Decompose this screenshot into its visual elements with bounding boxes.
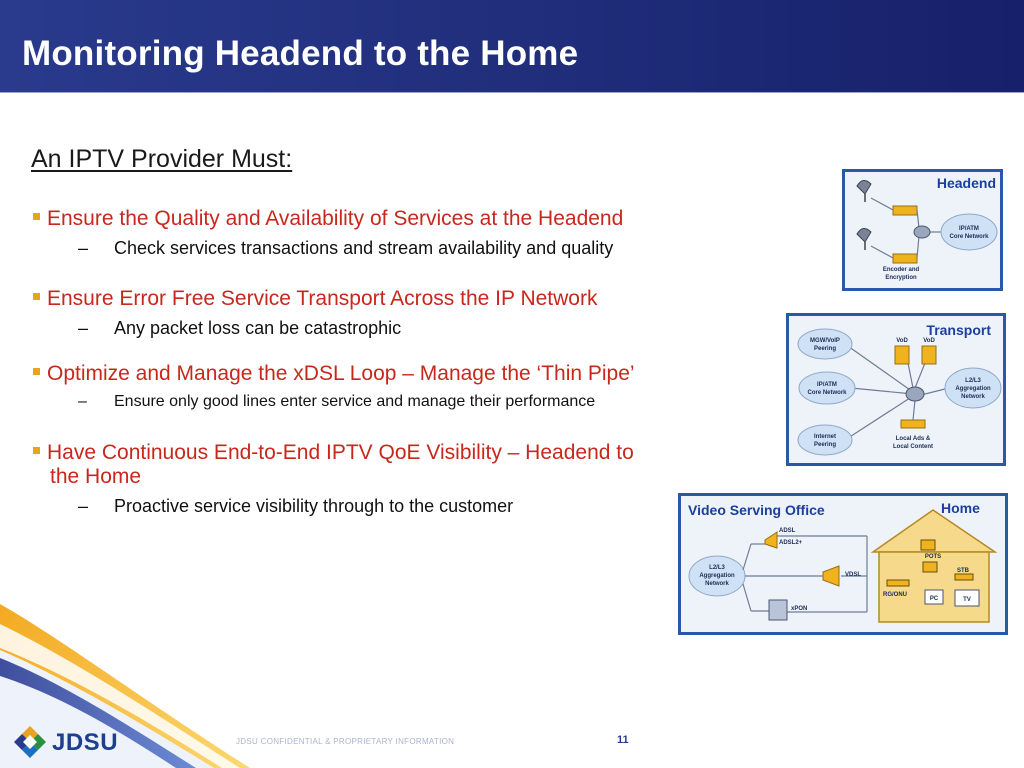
svg-text:PC: PC [930, 596, 939, 602]
dash-icon: – [78, 496, 89, 516]
transport-label: Transport [926, 322, 991, 338]
svg-text:TV: TV [963, 597, 971, 603]
sub-bullet-2: – Any packet loss can be catastrophic [78, 318, 401, 339]
svg-text:VoD: VoD [896, 338, 908, 344]
sub-bullet-2-text: Any packet loss can be catastrophic [114, 318, 402, 338]
svg-text:IP/ATM: IP/ATM [817, 382, 837, 388]
svg-text:ADSL2+: ADSL2+ [779, 540, 803, 546]
bullet-2: Ensure Error Free Service Transport Acro… [33, 287, 597, 311]
dash-icon: – [78, 318, 89, 338]
svg-text:Local Content: Local Content [893, 444, 933, 450]
svg-text:POTS: POTS [925, 554, 941, 560]
svg-text:MGW/VoIP: MGW/VoIP [810, 338, 840, 344]
svg-text:Core Network: Core Network [807, 390, 847, 396]
svg-text:L2/L3: L2/L3 [709, 565, 725, 571]
headend-diagram: Headend IP/ATM Core Network Encoder and [842, 169, 1003, 291]
svg-text:STB: STB [957, 568, 970, 574]
bullet-4-continued: the Home [50, 465, 141, 489]
sub-bullet-3: – Ensure only good lines enter service an… [78, 393, 595, 411]
svg-text:Network: Network [705, 581, 729, 587]
page-number: 11 [617, 734, 629, 746]
dash-icon: – [78, 238, 89, 258]
svg-text:Core Network: Core Network [949, 234, 989, 240]
svg-text:Local Ads &: Local Ads & [896, 436, 931, 442]
svg-text:Aggregation: Aggregation [699, 573, 735, 579]
bullet-4-text: Have Continuous End-to-End IPTV QoE Visi… [47, 441, 634, 464]
svg-text:Peering: Peering [814, 346, 836, 352]
stb-icon [954, 573, 974, 581]
sub-bullet-3-text: Ensure only good lines enter service and… [114, 393, 596, 410]
svg-text:VDSL: VDSL [845, 572, 861, 578]
ad-server-icon: Local Ads & Local Content [893, 419, 933, 450]
vod-server-icon: VoD VoD [894, 338, 937, 365]
video-serving-office-label: Video Serving Office [688, 502, 825, 518]
svg-text:RG/ONU: RG/ONU [883, 592, 907, 598]
svg-text:Aggregation: Aggregation [955, 386, 991, 392]
svg-text:VoD: VoD [923, 338, 935, 344]
dash-icon: – [78, 393, 87, 410]
home-network-svg: L2/L3 Aggregation Network ADSL ADSL2+ VD… [688, 509, 998, 623]
home-diagram: Video Serving Office Home L2/L3 Aggregat… [678, 493, 1008, 635]
bullet-1: Ensure the Quality and Availability of S… [33, 207, 623, 231]
cloud-icon: MGW/VoIP Peering IP/ATM Core Network Int… [797, 328, 1002, 456]
home-label: Home [941, 500, 980, 516]
decorative-swoosh [0, 604, 250, 768]
satellite-dish-icon [856, 180, 872, 250]
bullet-3: Optimize and Manage the xDSL Loop – Mana… [33, 362, 635, 386]
bullet-4: Have Continuous End-to-End IPTV QoE Visi… [33, 441, 634, 465]
bullet-1-text: Ensure the Quality and Availability of S… [47, 207, 624, 230]
svg-text:Network: Network [961, 394, 985, 400]
dslam-icon [764, 531, 840, 621]
svg-text:L2/L3: L2/L3 [965, 378, 981, 384]
bullet-marker-icon [33, 212, 40, 220]
sub-bullet-1: – Check services transactions and stream … [78, 238, 613, 259]
bullet-marker-icon [33, 446, 40, 454]
router-icon [905, 386, 925, 402]
core-network-cloud-icon: IP/ATM Core Network [940, 213, 998, 251]
svg-text:Internet: Internet [814, 434, 836, 440]
svg-text:Encoder and: Encoder and [883, 267, 920, 273]
slide-header: Monitoring Headend to the Home [0, 0, 1024, 93]
transport-diagram: Transport MGW/VoIP Peering IP/ATM Core N… [786, 313, 1006, 466]
svg-text:xPON: xPON [791, 606, 807, 612]
house-icon [870, 509, 998, 623]
sub-bullet-4: – Proactive service visibility through to… [78, 496, 513, 517]
confidential-notice: JDSU CONFIDENTIAL & PROPRIETARY INFORMAT… [236, 737, 455, 746]
svg-text:Encryption: Encryption [885, 275, 917, 281]
slide-title: Monitoring Headend to the Home [22, 34, 579, 73]
bullet-marker-icon [33, 367, 40, 375]
bullet-4-text-line2: the Home [50, 465, 142, 488]
residential-gateway-icon [886, 579, 910, 587]
router-icon [913, 225, 931, 239]
bullet-2-text: Ensure Error Free Service Transport Acro… [47, 287, 598, 310]
transport-network-svg: MGW/VoIP Peering IP/ATM Core Network Int… [797, 328, 1002, 456]
svg-text:IP/ATM: IP/ATM [959, 226, 979, 232]
svg-text:ADSL: ADSL [779, 528, 796, 534]
pc-icon: PC [924, 589, 944, 605]
jdsu-logo-text: JDSU [52, 729, 119, 756]
aggregation-cloud-icon: L2/L3 Aggregation Network [688, 555, 746, 597]
headend-label: Headend [936, 175, 996, 191]
sub-bullet-4-text: Proactive service visibility through to … [114, 496, 514, 516]
jdsu-logo-icon [14, 726, 46, 758]
sub-bullet-1-text: Check services transactions and stream a… [114, 238, 614, 258]
svg-text:Peering: Peering [814, 442, 836, 448]
intro-heading: An IPTV Provider Must: [31, 145, 293, 173]
bullet-3-text: Optimize and Manage the xDSL Loop – Mana… [47, 362, 635, 385]
headend-network-svg: IP/ATM Core Network Encoder and Encrypti… [856, 180, 998, 281]
phone-icon: POTS [920, 539, 941, 573]
encoder-box-icon [892, 205, 918, 264]
bullet-marker-icon [33, 292, 40, 300]
tv-icon: TV [954, 589, 980, 607]
